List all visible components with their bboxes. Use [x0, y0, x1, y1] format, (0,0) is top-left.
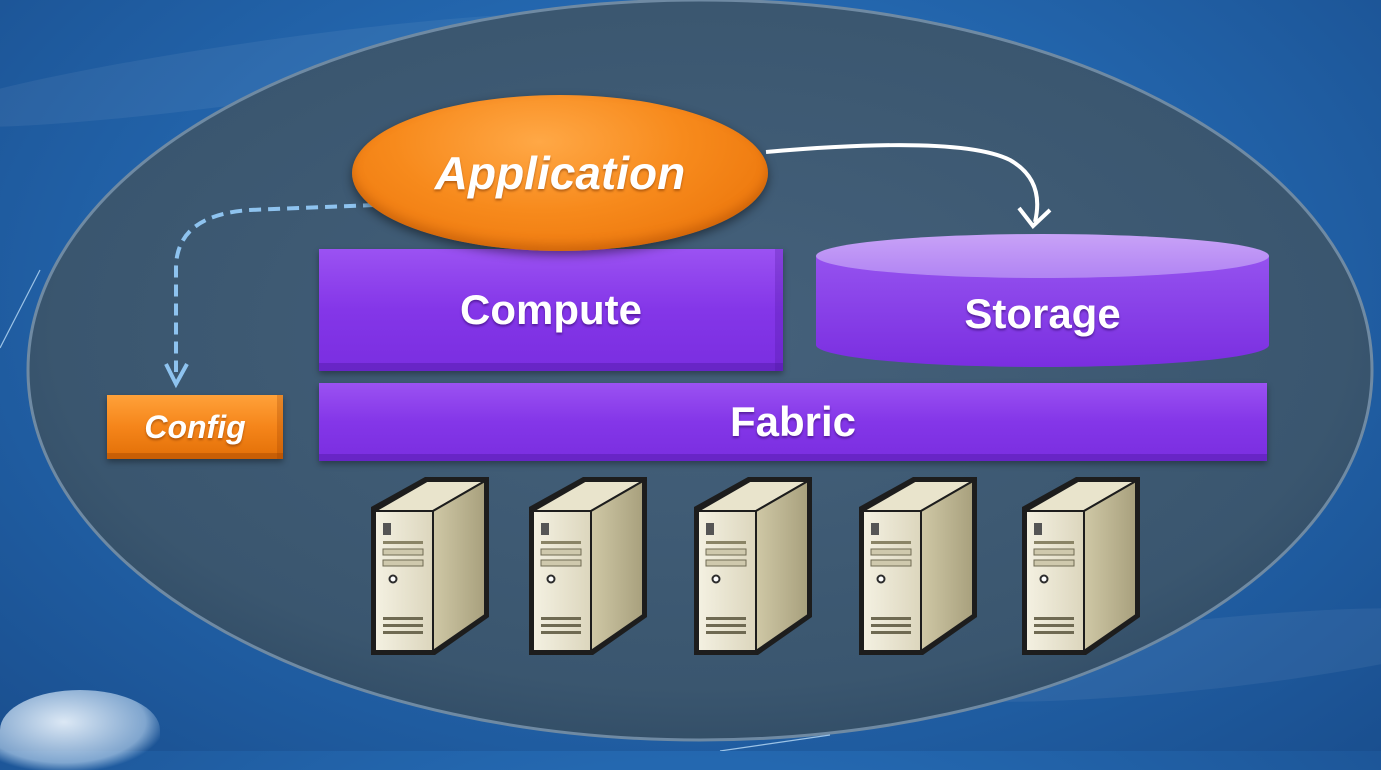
fabric-label: Fabric — [729, 398, 857, 445]
compute-label: Compute — [460, 286, 642, 333]
application-bubble: Application — [352, 95, 768, 251]
config-label: Config — [144, 408, 246, 445]
fabric-block: Fabric — [319, 383, 1267, 461]
guide-line-left — [0, 269, 41, 349]
config-block: Config — [107, 395, 283, 459]
guide-line-bottom — [719, 734, 831, 751]
application-label: Application — [434, 147, 686, 199]
architecture-diagram: Compute Storage Fabric Config Ap — [0, 0, 1374, 751]
server-icon — [529, 477, 647, 655]
compute-block: Compute — [319, 249, 783, 371]
server-icon — [371, 477, 489, 655]
storage-label: Storage — [964, 290, 1121, 337]
server-icon — [1022, 477, 1140, 655]
server-icon — [859, 477, 977, 655]
server-icon — [694, 477, 812, 655]
